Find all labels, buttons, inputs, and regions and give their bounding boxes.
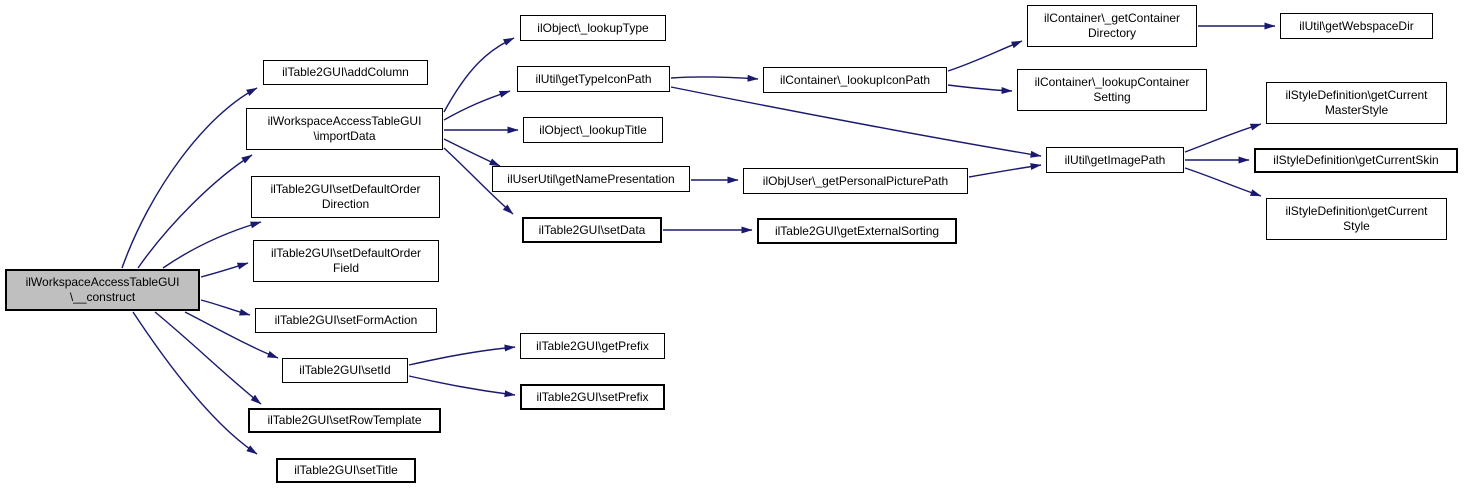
node-iltable2gui-setdefaultorderdirection[interactable]: ilTable2GUI\setDefaultOrder Direction	[251, 176, 440, 218]
edge-gettypeiconpath-getimagepath	[670, 86, 1042, 158]
edge-construct-importdata	[137, 154, 253, 269]
edge-importdata-getnamepresentation	[443, 138, 501, 167]
edge-getimagepath-getcurrentmasterstyle	[1184, 123, 1262, 153]
edge-importdata-gettypeiconpath	[443, 90, 511, 121]
node-iltable2gui-setrowtemplate[interactable]: ilTable2GUI\setRowTemplate	[248, 408, 441, 433]
node-iluserutil-getnamepresentation[interactable]: ilUserUtil\getNamePresentation	[492, 166, 690, 192]
node-iltable2gui-setid[interactable]: ilTable2GUI\setId	[282, 358, 408, 383]
edge-importdata-lookuptype	[443, 37, 515, 113]
node-ilstyledefinition-getcurrentmasterstyle[interactable]: ilStyleDefinition\getCurrent MasterStyle	[1266, 82, 1447, 124]
node-iltable2gui-addcolumn[interactable]: ilTable2GUI\addColumn	[263, 60, 428, 85]
edge-construct-setformaction	[200, 299, 251, 316]
edge-importdata-setdata	[443, 147, 514, 215]
edge-setid-setprefix	[408, 375, 516, 398]
node-ilcontainer-getcontainerdirectory[interactable]: ilContainer\_getContainer Directory	[1027, 5, 1197, 47]
edge-construct-setdefaultorderdirection	[162, 221, 262, 269]
edge-setid-getprefix	[408, 344, 516, 366]
node-ilcontainer-lookupiconpath[interactable]: ilContainer\_lookupIconPath	[763, 67, 947, 93]
node-ilcontainer-lookupcontainersetting[interactable]: ilContainer\_lookupContainer Setting	[1017, 69, 1207, 111]
edge-getimagepath-getcurrentstyle	[1184, 167, 1262, 197]
node-ilobject-lookuptitle[interactable]: ilObject\_lookupTitle	[523, 117, 663, 143]
node-iltable2gui-setprefix[interactable]: ilTable2GUI\setPrefix	[520, 384, 665, 410]
edge-gettypeiconpath-lookupiconpath	[670, 74, 759, 82]
edge-construct-setid	[184, 311, 279, 359]
edge-construct-addcolumn	[121, 87, 258, 269]
node-iltable2gui-getexternalsorting[interactable]: ilTable2GUI\getExternalSorting	[757, 218, 957, 244]
edge-construct-settitle	[132, 311, 258, 455]
edge-lookupiconpath-getcontainerdirectory	[947, 40, 1023, 72]
node-iltable2gui-setformaction[interactable]: ilTable2GUI\setFormAction	[255, 308, 437, 333]
node-ilobjuser-getpersonalpicturepath[interactable]: ilObjUser\_getPersonalPicturePath	[743, 168, 968, 194]
node-ilstyledefinition-getcurrentstyle[interactable]: ilStyleDefinition\getCurrent Style	[1266, 198, 1447, 240]
node-ilworkspaceaccesstablegui-importdata[interactable]: ilWorkspaceAccessTableGUI \importData	[246, 108, 443, 150]
node-ilutil-getwebspacedir[interactable]: ilUtil\getWebspaceDir	[1280, 13, 1433, 39]
node-ilobject-lookuptype[interactable]: ilObject\_lookupType	[520, 15, 666, 41]
edge-lookupiconpath-lookupcontainersetting	[947, 84, 1013, 95]
edge-getpersonalpicturepath-getimagepath	[968, 163, 1042, 178]
node-iltable2gui-settitle[interactable]: ilTable2GUI\setTitle	[276, 458, 416, 483]
node-ilutil-gettypeiconpath[interactable]: ilUtil\getTypeIconPath	[517, 66, 670, 92]
node-iltable2gui-setdefaultorderfield[interactable]: ilTable2GUI\setDefaultOrder Field	[253, 240, 439, 282]
node-ilworkspaceaccesstablegui-construct: ilWorkspaceAccessTableGUI \__construct	[5, 269, 200, 311]
edge-construct-setrowtemplate	[154, 311, 262, 405]
node-ilstyledefinition-getcurrentskin[interactable]: ilStyleDefinition\getCurrentSkin	[1254, 148, 1458, 173]
node-ilutil-getimagepath[interactable]: ilUtil\getImagePath	[1046, 147, 1184, 173]
node-iltable2gui-getprefix[interactable]: ilTable2GUI\getPrefix	[520, 333, 665, 359]
node-iltable2gui-setdata[interactable]: ilTable2GUI\setData	[522, 217, 662, 243]
edge-construct-setdefaultorderfield	[200, 262, 249, 278]
